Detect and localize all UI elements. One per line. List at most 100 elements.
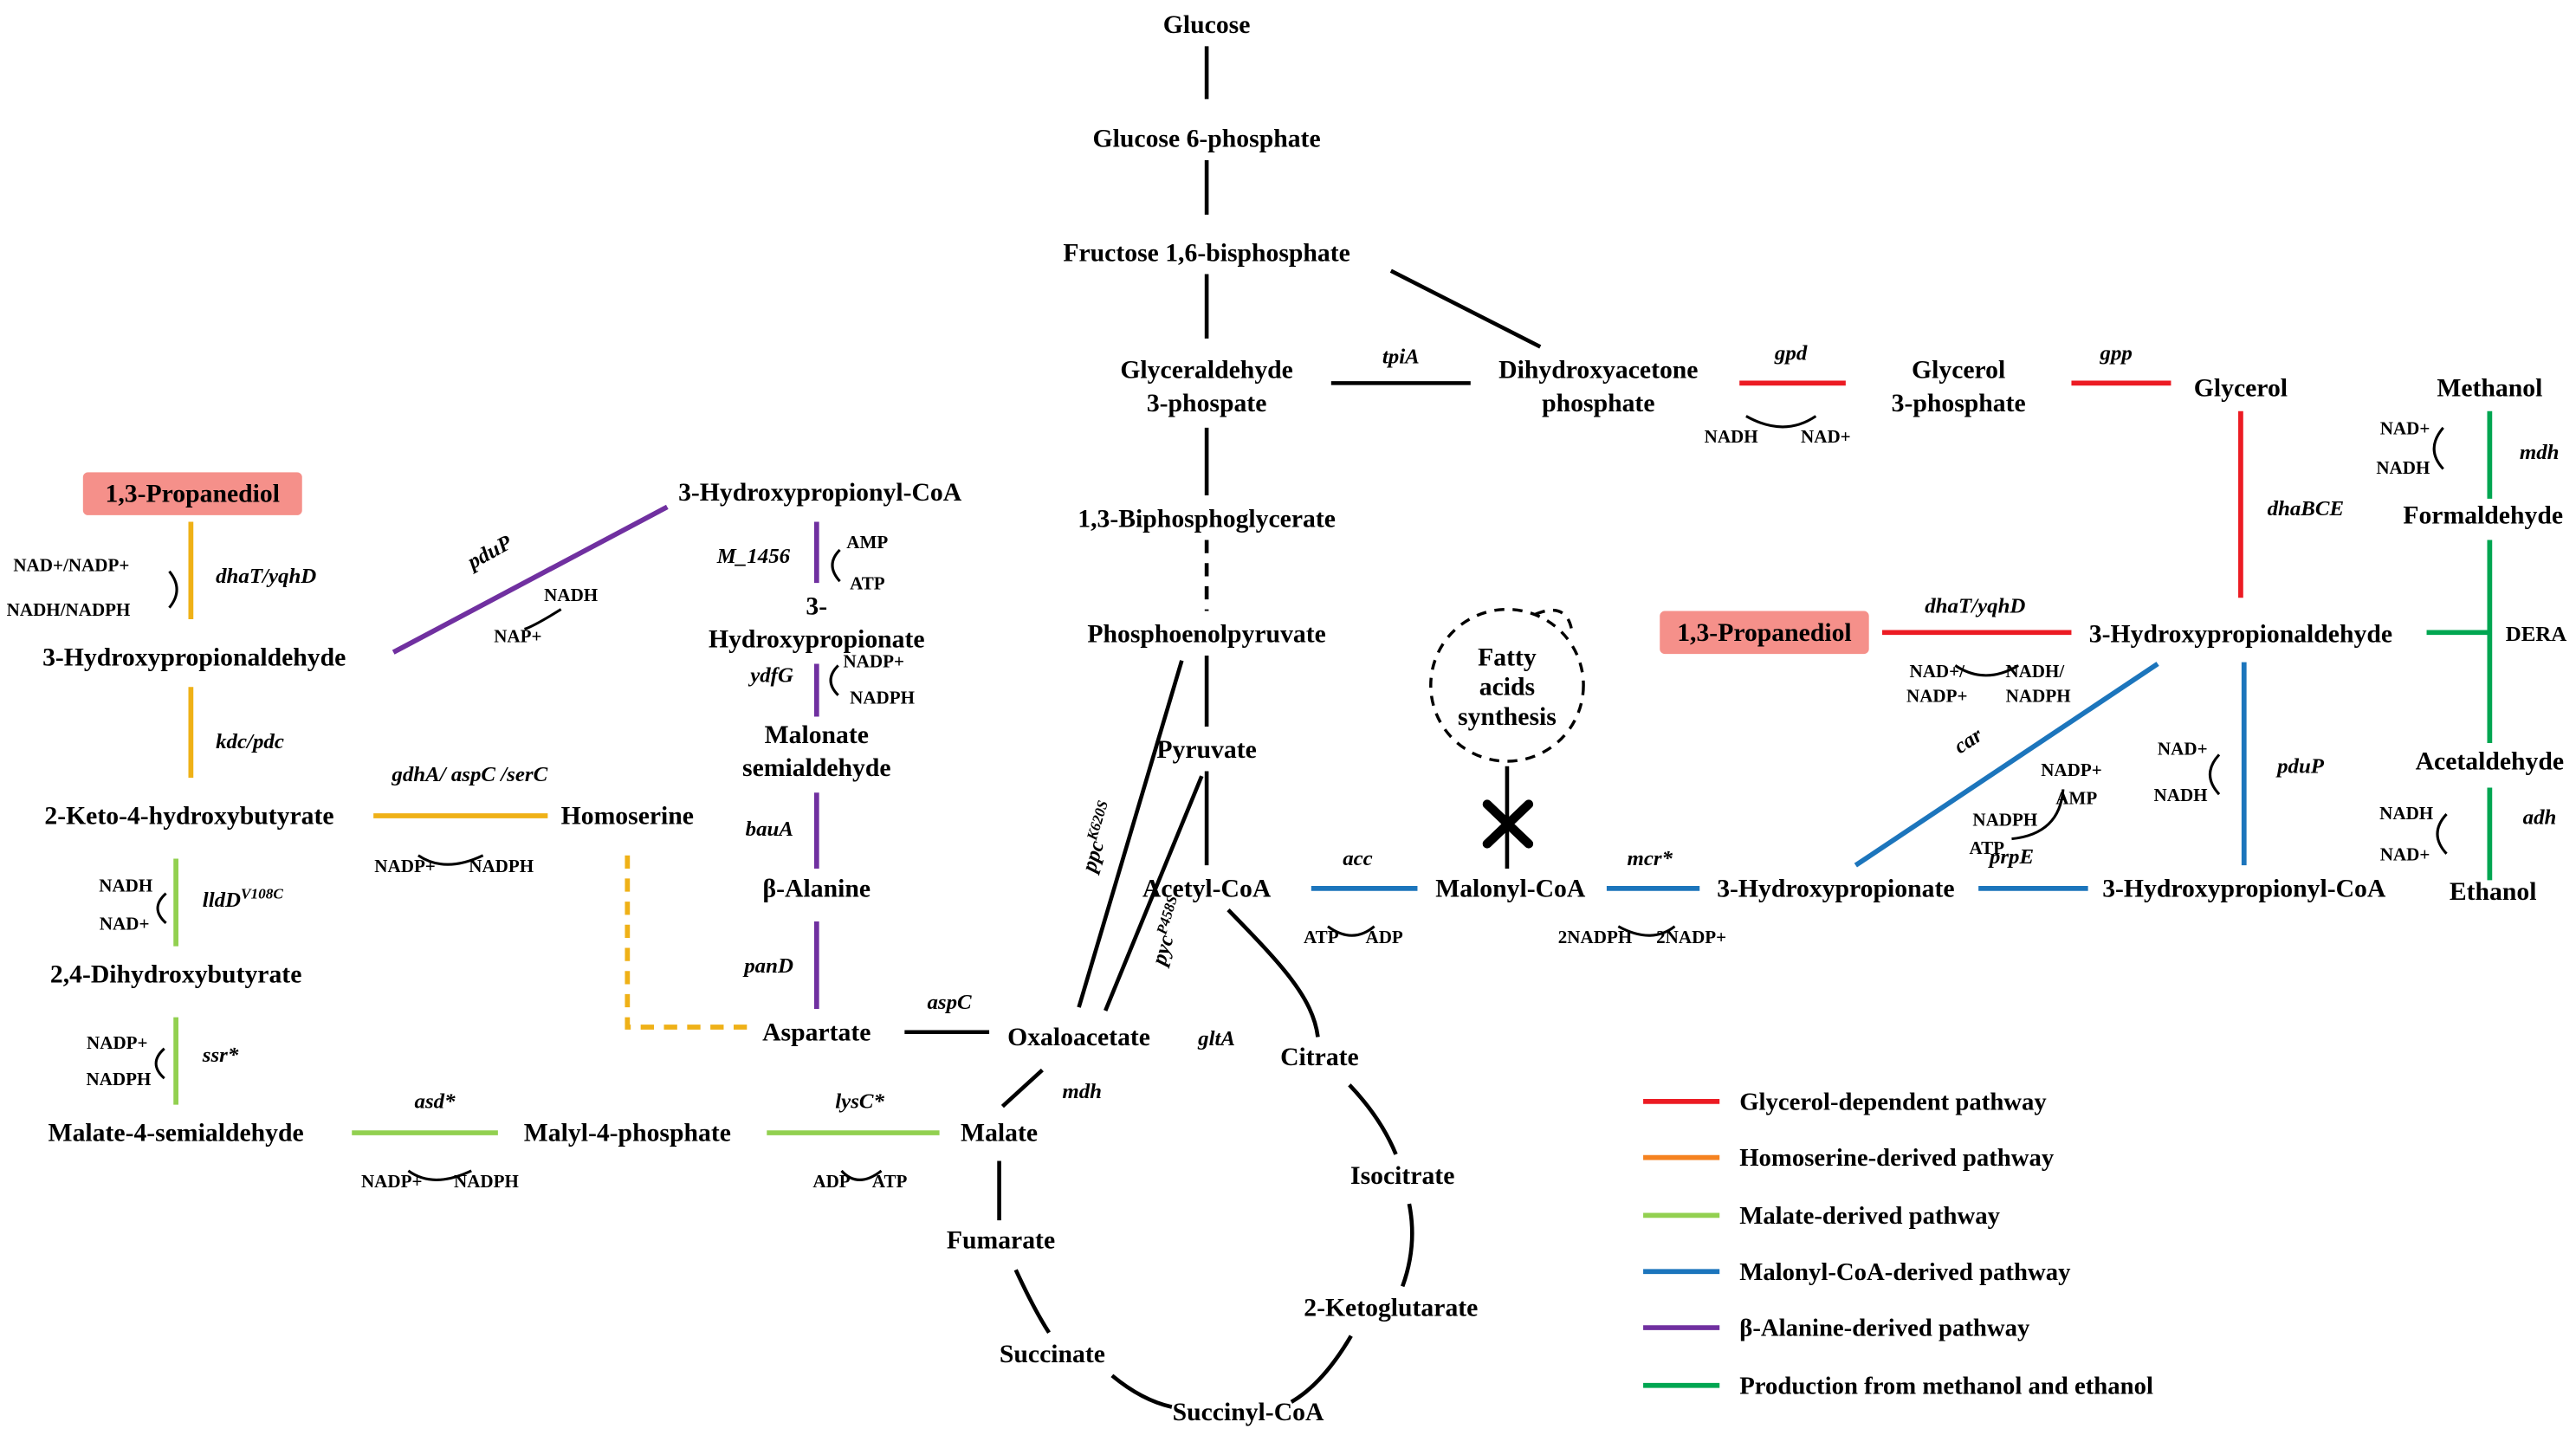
cofactor-mcr-2nadph: 2NADPH xyxy=(1558,927,1632,947)
node-fumarate: Fumarate xyxy=(947,1227,1055,1255)
cofactor-arc-car xyxy=(2011,789,2065,841)
cofactor-gdhA-nadp: NADP+ xyxy=(374,856,436,876)
gene-kdc-pdc: kdc/pdc xyxy=(216,730,284,753)
cofactor-mdh-nadh: NADH xyxy=(2376,457,2430,478)
node-3hp-left-line2: Hydroxypropionate xyxy=(709,626,925,654)
node-g3p-line2: 3-phospate xyxy=(1147,390,1267,417)
node-g3p-line1: Glyceraldehyde xyxy=(1120,357,1293,385)
gene-bauA: bauA xyxy=(746,818,793,841)
arrow-pduP-left xyxy=(392,504,669,655)
cofactor-dhaTr-nadh: NADH/ xyxy=(2005,661,2065,682)
arrow-f16bp-dhap xyxy=(1389,268,1542,349)
cofactor-arc-dhaT-left xyxy=(168,570,178,609)
cofactor-arc-acc xyxy=(1327,925,1375,937)
fatty-acids-circle xyxy=(1429,607,1585,763)
gene-lldD-base: lldD xyxy=(203,889,241,912)
node-g6p: Glucose 6-phosphate xyxy=(1093,126,1321,153)
gene-car: car xyxy=(1950,723,1987,759)
node-pdo-left: 1,3-Propanediol xyxy=(106,481,280,508)
gene-acc: acc xyxy=(1343,847,1373,870)
node-3hpcoa-left: 3-Hydroxypropionyl-CoA xyxy=(678,479,962,507)
cofactor-arc-ssr xyxy=(154,1047,165,1080)
arrow-akg-succinylcoa xyxy=(1290,1335,1353,1404)
legend: Glycerol-dependent pathway Homoserine-de… xyxy=(1643,1088,2153,1399)
node-fatty-line2: acids xyxy=(1479,674,1535,701)
metabolite-labels: Glucose Glucose 6-phosphate Fructose 1,6… xyxy=(42,11,2564,1426)
cofactor-car-nadp: NADP+ xyxy=(2041,760,2102,780)
node-oaa: Oxaloacetate xyxy=(1007,1024,1150,1051)
cofactor-car-nadph: NADPH xyxy=(1972,809,2037,830)
node-glucose: Glucose xyxy=(1163,11,1251,39)
node-3hp-left-line1: 3- xyxy=(806,592,827,620)
gene-M1456: M_1456 xyxy=(716,545,791,568)
cofactor-arc-lldD xyxy=(156,892,167,925)
node-dhap-line2: phosphate xyxy=(1542,390,1654,417)
gene-mdh-methanol: mdh xyxy=(2520,441,2560,464)
node-m4p: Malyl-4-phosphate xyxy=(524,1120,731,1147)
node-glycerol: Glycerol xyxy=(2194,375,2288,403)
gene-ppc-sup: K620S xyxy=(1084,798,1111,843)
arrow-ppc xyxy=(1077,660,1184,1008)
cofactor-lysC-adp: ADP xyxy=(812,1171,850,1192)
cofactor-M1456-amp: AMP xyxy=(846,532,888,553)
node-acetyl-coa: Acetyl-CoA xyxy=(1142,875,1272,902)
node-isocitrate: Isocitrate xyxy=(1350,1162,1454,1190)
cofactor-dhaTr-nad: NAD+/ xyxy=(1909,661,1965,682)
gene-gdhA-aspC-serC: gdhA/ aspC /serC xyxy=(391,763,547,786)
cofactor-lldD-nad: NAD+ xyxy=(100,914,150,934)
cofactor-gpd-nad: NAD+ xyxy=(1801,426,1851,447)
cofactor-adh-nadh: NADH xyxy=(2379,803,2433,824)
node-fatty-line3: synthesis xyxy=(1458,703,1557,731)
gene-asd: asd* xyxy=(415,1090,456,1114)
gene-gpd: gpd xyxy=(1774,342,1808,365)
arrow-citrate-isocitrate xyxy=(1348,1083,1398,1155)
cofactor-arc-lysC xyxy=(840,1169,883,1181)
legend-label-malonyl: Malonyl-CoA-derived pathway xyxy=(1739,1258,2071,1286)
cofactor-arc-asd xyxy=(407,1169,472,1181)
node-glycerol3p-line2: 3-phosphate xyxy=(1892,390,2026,417)
cofactor-ydfG-nadph: NADPH xyxy=(850,687,915,708)
gene-ssr: ssr* xyxy=(202,1044,239,1067)
node-pyruvate: Pyruvate xyxy=(1156,736,1256,764)
gene-pyc: pycP458S xyxy=(1144,894,1190,969)
gene-lysC: lysC* xyxy=(835,1090,884,1114)
gene-pduP-left: pduP xyxy=(463,531,517,575)
gene-ydfG: ydfG xyxy=(748,664,793,688)
cofactor-ssr-nadph: NADPH xyxy=(86,1069,151,1089)
cofactor-pduPl-nadh: NADH xyxy=(544,585,598,605)
legend-label-homoserine: Homoserine-derived pathway xyxy=(1739,1144,2055,1172)
node-aspartate: Aspartate xyxy=(762,1018,871,1046)
cofactor-pduPl-nap: NAP+ xyxy=(494,626,541,647)
cofactor-dhaTr-nadph: NADPH xyxy=(2006,685,2071,706)
node-formaldehyde: Formaldehyde xyxy=(2403,502,2563,530)
node-malonyl-coa: Malonyl-CoA xyxy=(1435,875,1586,902)
cofactor-car-atp: ATP xyxy=(1969,837,2004,858)
gene-dhaT-yqhD-left: dhaT/yqhD xyxy=(216,565,316,588)
arrow-car xyxy=(1854,662,2159,868)
cofactor-lysC-atp: ATP xyxy=(872,1171,908,1192)
highlight-boxes xyxy=(82,472,1869,655)
gene-aspC: aspC xyxy=(927,991,972,1014)
gene-panD: panD xyxy=(742,954,793,978)
cofactor-mcr-2nadp: 2NADP+ xyxy=(1656,927,1726,947)
cofactor-asd-nadp: NADP+ xyxy=(361,1171,423,1192)
x-mark-line2 xyxy=(1482,799,1534,849)
cofactor-car-amp: AMP xyxy=(2055,788,2097,809)
gene-mcr: mcr* xyxy=(1627,847,1673,870)
arrow-aspartate-homoserine-dashed xyxy=(625,851,748,1030)
node-citrate: Citrate xyxy=(1280,1044,1359,1071)
cofactor-arc-gpd xyxy=(1745,415,1817,429)
cofactor-adh-nad: NAD+ xyxy=(2380,844,2430,864)
cofactor-pduPr-nad: NAD+ xyxy=(2158,738,2208,759)
gene-tpiA: tpiA xyxy=(1382,346,1420,369)
node-m4s: Malate-4-semialdehyde xyxy=(49,1120,304,1147)
gene-DERA: DERA xyxy=(2506,623,2567,646)
cofactor-arc-mdh xyxy=(2432,426,2444,470)
legend-label-glycerol: Glycerol-dependent pathway xyxy=(1739,1088,2047,1115)
fatty-acids-dashed-arrow xyxy=(1534,608,1574,631)
node-3hpa-left: 3-Hydroxypropionaldehyde xyxy=(42,643,346,671)
node-dhap-line1: Dihydroxyacetone xyxy=(1498,357,1698,385)
cofactor-acc-adp: ADP xyxy=(1365,927,1402,947)
cofactor-gpd-nadh: NADH xyxy=(1705,426,1758,447)
